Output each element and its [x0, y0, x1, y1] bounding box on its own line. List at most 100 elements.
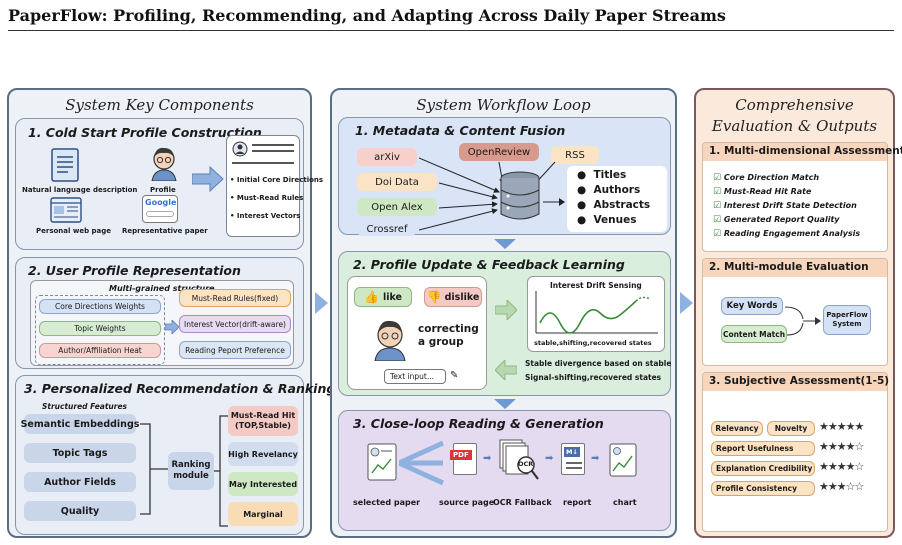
thumbs-down-icon: 👎 [426, 290, 442, 304]
left-items-group [35, 295, 165, 365]
database-icon [499, 170, 541, 226]
check-icon: ☑ [713, 201, 722, 211]
drift-states-label: stable,shifting,recovered states [534, 339, 652, 347]
card-line [232, 162, 294, 164]
step-label: source page [439, 498, 495, 507]
subjective-header [703, 373, 887, 391]
paper-search-icon: Google [142, 195, 178, 223]
outputs-bracket [214, 414, 228, 534]
fusion-to-feedback-arrow [494, 239, 516, 249]
left-panel: System Key Components 1. Cold Start Prof… [7, 88, 335, 538]
right-panel: Comprehensive Evaluation & Outputs 1. Mu… [694, 88, 902, 538]
ranking-section: 3. Personalized Recommendation & Ranking… [15, 375, 335, 535]
key-words-pill: Key Words [721, 297, 783, 315]
feature-pill: Semantic Embeddings [21, 414, 139, 434]
drift-wave-graphic [532, 289, 662, 341]
step-label: OCR Fallback [493, 498, 552, 507]
report-line [566, 462, 582, 464]
representative-paper-label: Representative paper [122, 227, 208, 235]
feedback-text-input[interactable]: Text input... [384, 369, 446, 384]
drift-chart-card: Interest Drift Sensing stable,shifting,r… [527, 276, 665, 352]
star-rating: ★★★★☆ [819, 460, 864, 473]
reading-title: 3. Close-loop Reading & Generation [353, 416, 604, 431]
module-eval-title: 2. Multi-module Evaluation [709, 261, 869, 273]
feedback-title: 2. Profile Update & Feedback Learning [353, 257, 625, 272]
source-crossref: Crossref [357, 222, 417, 236]
field-item: ● Abstracts [577, 199, 651, 211]
correcting-label: correcting a group [418, 323, 479, 348]
source-rss: RSS [551, 146, 599, 164]
ranking-module: Ranking module [168, 452, 214, 490]
assessment-header [703, 143, 887, 161]
feedback-right-arrow [494, 298, 518, 324]
ocr-text: OCR [518, 460, 534, 468]
high-relevancy-pill: High Revelancy [228, 442, 298, 466]
dislike-button[interactable]: 👎dislike [424, 287, 482, 307]
subjective-section: 3. Subjective Assessment(1-5) Relevancy … [702, 372, 889, 532]
module-connector [784, 305, 821, 341]
cold-start-title: 1. Cold Start Profile Construction [28, 125, 262, 140]
assessment-section: 1. Multi-dimensional Assessment ☑ Core D… [702, 142, 902, 252]
assessment-item: ☑ Core Direction Match [713, 173, 820, 183]
like-button[interactable]: 👍like [354, 287, 412, 307]
topic-weights-pill: Topic Weights [39, 321, 161, 336]
step-arrow: ➡ [483, 453, 492, 464]
assessment-item: ☑ Reading Engagement Analysis [713, 229, 861, 239]
selected-paper-icon [367, 443, 397, 485]
pdf-badge: PDF [450, 450, 472, 460]
fanout-arrows [397, 439, 449, 491]
divergence-line-1: Stable divergence based on stable [525, 359, 672, 368]
db-to-fields-arrow [543, 192, 565, 211]
middle-panel-title: System Workflow Loop [416, 96, 591, 114]
interest-vector-pill: Interest Vector(drift-aware) [179, 315, 291, 333]
module-eval-section: 2. Multi-module Evaluation Key Words Con… [702, 258, 888, 366]
feedback-section: 2. Profile Update & Feedback Learning 👍l… [338, 251, 671, 396]
left-panel-title: System Key Components [65, 96, 254, 114]
left-to-middle-arrow [315, 292, 328, 314]
reading-preference-pill: Reading Peport Preference [179, 341, 291, 359]
star-rating: ★★★★☆ [819, 440, 864, 453]
thumbs-up-icon: 👍 [364, 290, 379, 304]
rating-label: Relevancy [711, 421, 763, 436]
source-openreview: OpenReview [459, 143, 539, 161]
fields-box: ● Titles ● Authors ● Abstracts ● Venues [567, 166, 667, 232]
field-item: ● Titles [577, 169, 627, 181]
structure-label: Multi-grained structure [109, 284, 215, 293]
report-line [566, 467, 582, 469]
module-eval-header [703, 259, 887, 277]
feature-pill: Topic Tags [24, 443, 136, 463]
card-line [252, 150, 294, 152]
source-doi: Doi Data [357, 173, 437, 191]
star-rating: ★★★☆☆ [819, 480, 864, 493]
rating-label: Novelty [767, 421, 815, 436]
card-line [252, 144, 294, 146]
must-read-hit-pill: Must-Read Hit (TOP,Stable) [228, 406, 298, 436]
google-text: Google [145, 198, 177, 207]
user-profile-section: 2. User Profile Representation Multi-gra… [15, 257, 304, 369]
ocr-icon: OCR [499, 439, 539, 485]
field-item: ● Venues [577, 214, 637, 226]
document-icon [50, 147, 80, 187]
features-bracket [140, 422, 170, 520]
pdf-icon: PDF [450, 443, 477, 475]
check-icon: ☑ [713, 187, 722, 197]
step-arrow: ➡ [545, 453, 554, 464]
profile-arrow [164, 319, 180, 338]
user-avatar-icon [370, 317, 410, 365]
feedback-to-reading-arrow [494, 399, 516, 409]
rating-label: Profile Consistency [711, 481, 815, 496]
rating-label: Explanation Credibility [711, 461, 815, 476]
paperflow-system-box: PaperFlow System [823, 305, 871, 335]
step-arrow: ➡ [591, 453, 600, 464]
feature-pill: Author Fields [24, 472, 136, 492]
fusion-section: 1. Metadata & Content Fusion arXiv OpenR… [338, 117, 671, 238]
fusion-arrows [418, 148, 509, 238]
right-panel-title-2: Evaluation & Outputs [711, 117, 878, 135]
marginal-pill: Marginal [228, 502, 298, 526]
step-label: chart [613, 498, 637, 507]
user-profile-title: 2. User Profile Representation [28, 263, 241, 278]
profile-output-item: • Initial Core Directions [230, 176, 324, 184]
source-arxiv: arXiv [357, 148, 417, 166]
source-openalex: Open Alex [357, 198, 437, 216]
feedback-left-arrow [494, 358, 518, 384]
